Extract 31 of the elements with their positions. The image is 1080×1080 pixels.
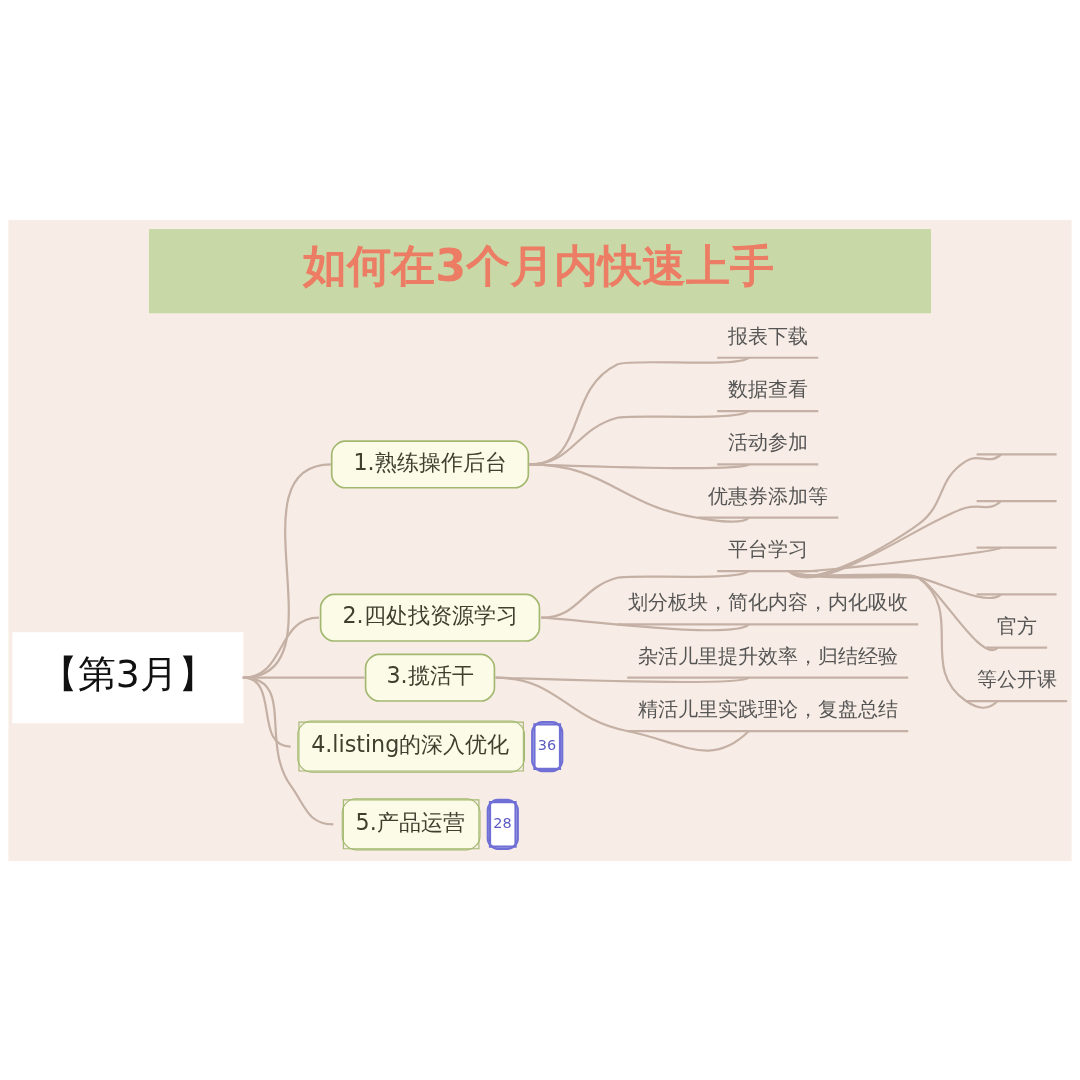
node-box: 【第3月】 xyxy=(12,631,244,723)
node-label: 28 xyxy=(493,814,512,831)
connector xyxy=(242,616,320,679)
node-text: 活动参加 xyxy=(727,429,808,454)
connector xyxy=(242,462,332,679)
node-box: 1.熟练操作后台 xyxy=(330,439,530,489)
node-box: 2.四处找资源学习 xyxy=(319,593,541,642)
node-line xyxy=(976,592,1057,595)
connector xyxy=(788,569,999,709)
node-line xyxy=(976,499,1057,502)
node-text: 平台学习 xyxy=(727,536,808,561)
diagram-title: 如何在3个月内快速上手 xyxy=(303,239,775,291)
node-text: 优惠券添加等 xyxy=(707,483,828,508)
node-box: 3.揽活干 xyxy=(364,653,496,702)
node-text: 划分板块，简化内容，内化吸收 xyxy=(627,589,908,614)
node-line xyxy=(976,546,1057,549)
node-line xyxy=(976,452,1057,455)
node-text: 数据查看 xyxy=(727,376,808,401)
connector xyxy=(528,462,750,523)
connector xyxy=(541,616,750,631)
connector xyxy=(242,676,334,825)
node-text: 官方 xyxy=(996,613,1037,638)
node-text: 杂活儿里提升效率，归结经验 xyxy=(637,643,898,668)
connector xyxy=(541,569,750,619)
node-label: 36 xyxy=(537,736,557,753)
connector xyxy=(495,676,750,751)
node-text: 精活儿里实践理论，复盘总结 xyxy=(637,696,898,721)
connector xyxy=(788,499,1002,578)
node-text: 等公开课 xyxy=(976,666,1057,691)
connector xyxy=(788,453,1002,577)
node-text: 报表下载 xyxy=(727,323,808,348)
